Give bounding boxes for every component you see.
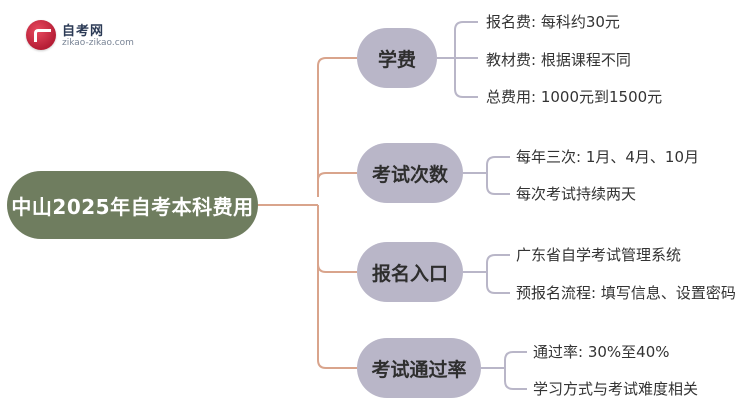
mindmap-root-node: 中山2025年自考本科费用 <box>7 171 258 239</box>
connector-root-branch-3 <box>317 264 357 369</box>
leaf-node: 每次考试持续两天 <box>516 185 637 203</box>
branch-node-pass-rate: 考试通过率 <box>357 338 481 398</box>
leaf-node: 总费用: 1000元到1500元 <box>486 88 663 106</box>
connector-root-branch-1 <box>317 172 357 181</box>
connector-root-branch-0 <box>317 57 357 197</box>
leaf-node: 学习方式与考试难度相关 <box>533 380 699 398</box>
logo-url: zikao-zikao.com <box>62 38 134 48</box>
connector-leaf-2-0 <box>486 254 510 272</box>
graduation-cap-icon <box>26 20 56 50</box>
connector-leaf-0-2 <box>454 58 478 98</box>
branch-node-exam-frequency: 考试次数 <box>357 143 463 203</box>
leaf-node: 教材费: 根据课程不同 <box>486 51 631 69</box>
leaf-node: 通过率: 30%至40% <box>533 343 670 361</box>
site-logo[interactable]: 自考网 zikao-zikao.com <box>26 18 146 52</box>
connector-leaf-2-1 <box>486 272 510 294</box>
branch-node-registration: 报名入口 <box>357 242 463 302</box>
logo-name: 自考网 <box>62 24 105 39</box>
connector-root-branch-2 <box>317 205 357 273</box>
leaf-node: 报名费: 每科约30元 <box>486 13 620 31</box>
connector-leaf-3-1 <box>504 368 527 390</box>
connector-leaf-1-1 <box>486 173 510 195</box>
connector-leaf-3-0 <box>504 351 527 368</box>
connector-leaf-1-0 <box>486 156 510 173</box>
branch-node-tuition: 学费 <box>357 28 437 88</box>
leaf-node: 广东省自学考试管理系统 <box>516 246 682 264</box>
leaf-node: 每年三次: 1月、4月、10月 <box>516 148 699 166</box>
leaf-node: 预报名流程: 填写信息、设置密码 <box>516 284 736 302</box>
connector-leaf-0-0 <box>454 21 478 58</box>
